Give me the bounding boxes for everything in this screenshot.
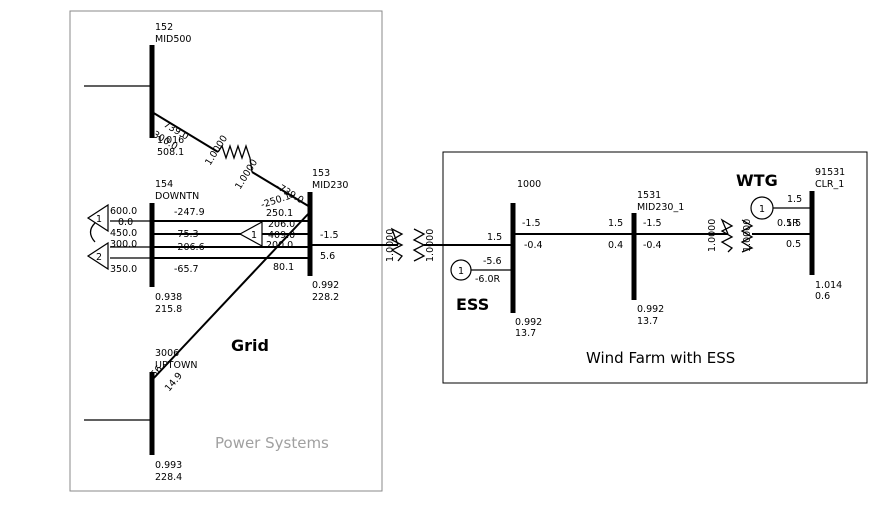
bus-152-name: MID500 xyxy=(155,34,191,45)
bus-1000-kv: 13.7 xyxy=(515,328,536,339)
bus-1531-pu: 0.992 xyxy=(637,304,664,315)
power-systems-label: Power Systems xyxy=(215,434,329,452)
flow-3006-b: 14.9 xyxy=(163,371,185,394)
bus-1531-kv: 13.7 xyxy=(637,316,658,327)
bus-152-kv: 508.1 xyxy=(157,147,184,158)
flow-154-row1: -247.9 xyxy=(174,207,205,218)
flow-153-d: 409.0 xyxy=(268,230,295,241)
wtg-q: 0.5R xyxy=(777,218,799,229)
load-154-id-1: 1 xyxy=(96,214,102,225)
bus-1531-number: 1531 xyxy=(637,190,661,201)
transformer-1531-91531-symbol xyxy=(720,218,734,253)
ess-generator[interactable]: 1 xyxy=(450,259,472,281)
bus-1000-pu: 0.992 xyxy=(515,317,542,328)
wtg-label: WTG xyxy=(736,171,778,190)
bus-91531-pu: 1.014 xyxy=(815,280,842,291)
grid-area-title: Grid xyxy=(231,336,269,355)
bus-152-number: 152 xyxy=(155,22,173,33)
bus-3006-pu: 0.993 xyxy=(155,460,182,471)
wtg-generator[interactable]: 1 xyxy=(750,196,774,220)
wind-farm-area-title: Wind Farm with ESS xyxy=(586,349,735,367)
tx1-ratio-a: 1.0000 xyxy=(385,229,396,262)
tap-152-a: 1.0000 xyxy=(203,134,230,168)
flow-153-out-p: -1.5 xyxy=(320,230,339,241)
flow-1531-out-q: -0.4 xyxy=(643,240,662,251)
bus-1000-number: 1000 xyxy=(517,179,541,190)
flow-154-row3: -206.6 xyxy=(174,242,205,253)
flow-91531-in-p: 1.5 xyxy=(786,218,801,229)
load-154-arrow-2[interactable]: 2 xyxy=(86,241,109,271)
branch-3006-153[interactable] xyxy=(151,211,311,381)
branch-152-153[interactable] xyxy=(151,111,219,153)
flow-1000-out-p: -1.5 xyxy=(522,218,541,229)
load-154-arc xyxy=(89,222,96,243)
tx1-ratio-b: 1.0000 xyxy=(425,229,436,262)
load-154-q3: 350.0 xyxy=(110,264,137,275)
bus-153-pu: 0.992 xyxy=(312,280,339,291)
flow-153-c: 206.0 xyxy=(268,219,295,230)
branch-152-153-b[interactable] xyxy=(251,171,311,208)
bus-153-name: MID230 xyxy=(312,180,348,191)
bus-154-pu: 0.938 xyxy=(155,292,182,303)
flow-154-row2: -75.3 xyxy=(174,229,199,240)
bus-153-number: 153 xyxy=(312,168,330,179)
ess-p: -5.6 xyxy=(483,256,502,267)
transformer-152-153-symbol xyxy=(217,143,253,173)
load-153-id: 1 xyxy=(251,230,257,241)
flow-153-f: 80.1 xyxy=(273,262,294,273)
load-154-q2: 300.0 xyxy=(110,239,137,250)
load-154-id-2: 2 xyxy=(96,252,102,263)
tx2-ratio-b: 1.0000 xyxy=(742,219,753,252)
transformer-1531-91531-symbol-2 xyxy=(740,219,754,253)
load-154-q1: 0.0 xyxy=(118,217,133,228)
bus-91531-number: 91531 xyxy=(815,167,845,178)
bus-3006-name: UPTOWN xyxy=(155,360,197,371)
load-154-arrow-1[interactable]: 1 xyxy=(86,203,109,233)
flow-91531-in-q: 0.5 xyxy=(786,239,801,250)
grid-area-frame xyxy=(69,10,383,492)
flow-1531-in-q: 0.4 xyxy=(608,240,623,251)
ess-label: ESS xyxy=(456,295,489,314)
wind-farm-area-frame xyxy=(442,151,868,384)
ess-generator-id: 1 xyxy=(458,266,464,277)
bus-1531-name: MID230_1 xyxy=(637,202,684,213)
load-154-p1: 600.0 xyxy=(110,206,137,217)
bus-91531-name: CLR_1 xyxy=(815,179,844,190)
bus-154-kv: 215.8 xyxy=(155,304,182,315)
bus-154-name: DOWNTN xyxy=(155,191,199,202)
flow-1000-out-q: -0.4 xyxy=(524,240,543,251)
bus-152-pu: 1.016 xyxy=(157,135,184,146)
bus-153-kv: 228.2 xyxy=(312,292,339,303)
bus-3006-kv: 228.4 xyxy=(155,472,182,483)
load-154-p2: 450.0 xyxy=(110,228,137,239)
wtg-generator-id: 1 xyxy=(759,204,765,215)
transformer-153-1000-symbol-2 xyxy=(412,228,426,262)
ess-q: -6.0R xyxy=(475,274,501,285)
wtg-p: 1.5 xyxy=(787,194,802,205)
flow-154-row4: -65.7 xyxy=(174,264,199,275)
tx2-ratio-a: 1.0000 xyxy=(707,219,718,252)
bus-91531-kv: 0.6 xyxy=(815,291,830,302)
flow-1531-in-p: 1.5 xyxy=(608,218,623,229)
bus-154-number: 154 xyxy=(155,179,173,190)
flow-153-b: 250.1 xyxy=(266,208,293,219)
flow-1531-out-p: -1.5 xyxy=(643,218,662,229)
transformer-153-1000-symbol xyxy=(390,227,404,262)
bus-3006-number: 3006 xyxy=(155,348,179,359)
load-153-arrow[interactable]: 1 xyxy=(238,220,263,248)
flow-1000-in-p: 1.5 xyxy=(487,232,502,243)
flow-153-out-q: 5.6 xyxy=(320,251,335,262)
